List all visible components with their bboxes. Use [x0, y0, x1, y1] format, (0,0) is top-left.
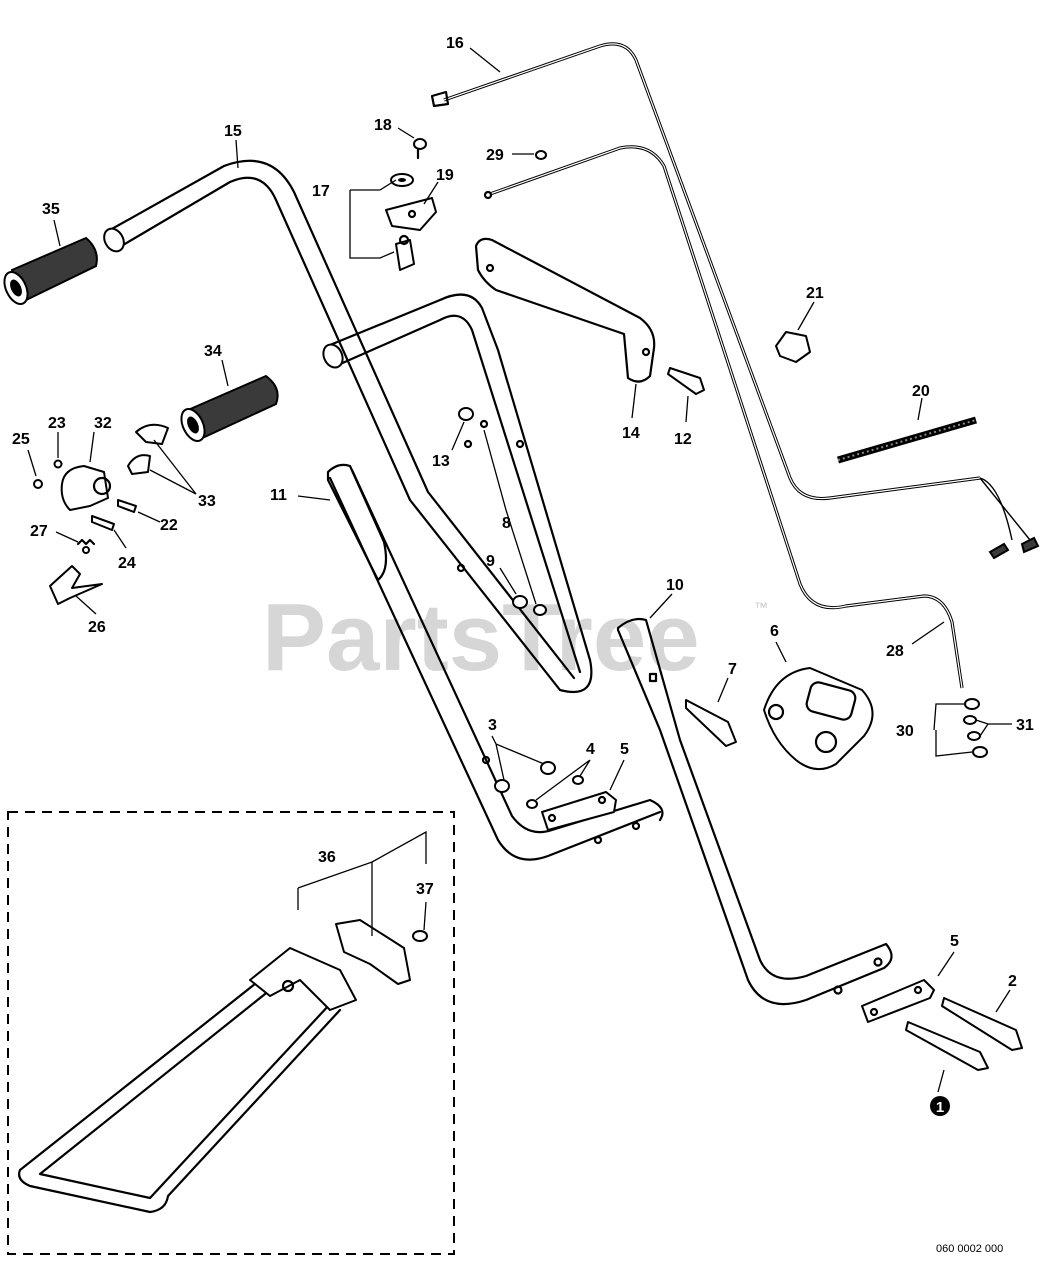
- lever-part-26[interactable]: [49, 565, 103, 605]
- callout-27[interactable]: 27: [30, 523, 48, 540]
- callout-18[interactable]: 18: [374, 117, 392, 134]
- stand-kit-part-36[interactable]: [18, 919, 411, 1214]
- bolt-part-12[interactable]: [667, 367, 705, 395]
- callout-28[interactable]: 28: [886, 643, 904, 660]
- callout-5-lower[interactable]: 5: [950, 933, 959, 950]
- bar-part-5-upper[interactable]: [541, 791, 617, 831]
- callout-37[interactable]: 37: [416, 881, 434, 898]
- handle-frame[interactable]: [320, 293, 593, 694]
- leader-lines: [27, 47, 1012, 1093]
- callout-34[interactable]: 34: [204, 343, 222, 360]
- lower-handle-left-part-11[interactable]: [326, 463, 664, 861]
- bolt-part-7[interactable]: [685, 699, 737, 747]
- callout-12[interactable]: 12: [674, 431, 692, 448]
- upper-handle-part-15[interactable]: [100, 159, 576, 692]
- callout-5-upper[interactable]: 5: [620, 741, 629, 758]
- callout-19[interactable]: 19: [436, 167, 454, 184]
- nut-part-23[interactable]: [53, 459, 63, 469]
- callout-29[interactable]: 29: [486, 147, 504, 164]
- callout-11[interactable]: 11: [270, 487, 287, 504]
- callout-17[interactable]: 17: [312, 183, 330, 200]
- grip-part-34[interactable]: [177, 374, 279, 445]
- callout-36[interactable]: 36: [318, 849, 336, 866]
- washer-part-4a[interactable]: [572, 775, 584, 785]
- nut-part-13[interactable]: [458, 407, 474, 421]
- hardware-part-30[interactable]: [964, 698, 988, 758]
- callout-7[interactable]: 7: [728, 661, 737, 678]
- cap-part-33b[interactable]: [127, 454, 151, 475]
- note-marker-label: 1: [936, 1099, 944, 1116]
- callout-22[interactable]: 22: [160, 517, 178, 534]
- callout-3[interactable]: 3: [488, 717, 497, 734]
- housing-part-32[interactable]: [60, 465, 112, 511]
- note-marker-1[interactable]: 1: [930, 1096, 950, 1116]
- callout-25[interactable]: 25: [12, 431, 30, 448]
- bolt-part-2[interactable]: [941, 997, 1023, 1051]
- callout-13[interactable]: 13: [432, 453, 450, 470]
- callout-labels: 2 3 4 5 5 6 7 8 9 10 11 12 13 14 15 16 1…: [12, 35, 1034, 990]
- washer-part-8[interactable]: [533, 604, 547, 616]
- bar-part-5-lower[interactable]: [861, 979, 935, 1023]
- cable-part-28[interactable]: [483, 145, 964, 689]
- nut-part-25[interactable]: [33, 479, 43, 489]
- plate-part-6[interactable]: [763, 667, 874, 771]
- callout-8[interactable]: 8: [502, 515, 511, 532]
- grip-part-35[interactable]: [0, 236, 98, 308]
- callout-31[interactable]: 31: [1016, 717, 1034, 734]
- cable-part-16[interactable]: [430, 42, 1040, 560]
- spring-part-27[interactable]: [76, 538, 96, 554]
- callout-10[interactable]: 10: [666, 577, 684, 594]
- nut-part-3b[interactable]: [494, 779, 510, 793]
- nut-part-3a[interactable]: [540, 761, 556, 775]
- bracket-part-14[interactable]: [474, 237, 656, 383]
- cap-part-33a[interactable]: [135, 423, 169, 445]
- callout-35[interactable]: 35: [42, 201, 60, 218]
- callout-2[interactable]: 2: [1008, 973, 1017, 990]
- callout-4[interactable]: 4: [586, 741, 595, 758]
- callout-23[interactable]: 23: [48, 415, 66, 432]
- watermark: PartsTree: [262, 584, 700, 691]
- knob-assembly-part-17[interactable]: [390, 173, 415, 271]
- lower-handle-right-part-10[interactable]: [616, 617, 893, 1006]
- bracket-part-19[interactable]: [385, 197, 437, 231]
- callout-6[interactable]: 6: [770, 623, 779, 640]
- callout-24[interactable]: 24: [118, 555, 136, 572]
- screw-part-37[interactable]: [412, 930, 428, 942]
- callout-20[interactable]: 20: [912, 383, 930, 400]
- callout-32[interactable]: 32: [94, 415, 112, 432]
- spring-part-20[interactable]: [837, 416, 977, 464]
- callout-26[interactable]: 26: [88, 619, 106, 636]
- callout-9[interactable]: 9: [486, 553, 495, 570]
- kit-inset-box: [7, 811, 455, 1255]
- figure-id: 060 0002 000: [936, 1243, 1003, 1255]
- callout-21[interactable]: 21: [806, 285, 824, 302]
- watermark-trademark: ™: [754, 599, 768, 615]
- bolt-note-1[interactable]: [905, 1021, 989, 1071]
- clip-part-21[interactable]: [775, 331, 811, 363]
- screw-part-18[interactable]: [413, 138, 427, 160]
- washers-part-31[interactable]: [963, 715, 981, 741]
- callout-15[interactable]: 15: [224, 123, 242, 140]
- screw-part-24[interactable]: [91, 515, 115, 531]
- washer-part-4b[interactable]: [526, 799, 538, 809]
- callout-33[interactable]: 33: [198, 493, 216, 510]
- screw-part-22[interactable]: [117, 499, 137, 513]
- nut-part-9[interactable]: [512, 595, 528, 609]
- callout-14[interactable]: 14: [622, 425, 640, 442]
- nut-part-29[interactable]: [535, 150, 547, 160]
- callout-16[interactable]: 16: [446, 35, 464, 52]
- callout-30[interactable]: 30: [896, 723, 914, 740]
